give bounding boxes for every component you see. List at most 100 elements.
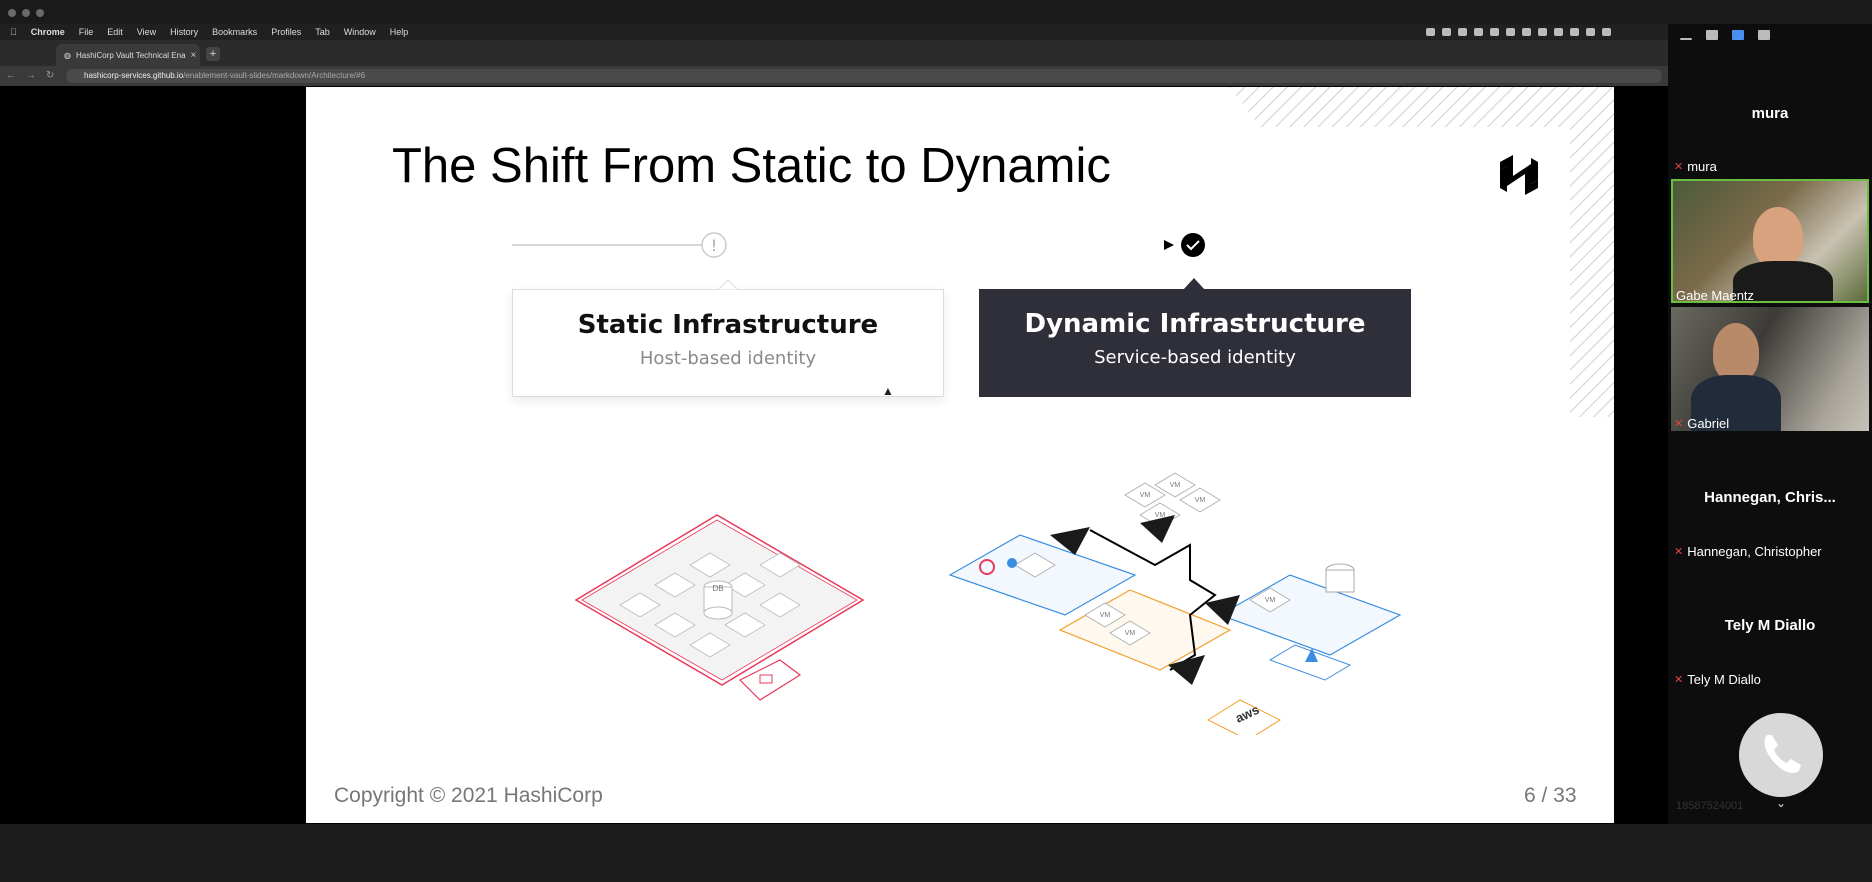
status-icon[interactable] — [1538, 28, 1547, 36]
apple-menu-icon[interactable]:  — [10, 27, 17, 37]
single-view-icon[interactable] — [1706, 30, 1718, 40]
volume-icon[interactable] — [1602, 28, 1611, 36]
participant-video[interactable] — [1671, 307, 1869, 431]
dynamic-card-subheading: Service-based identity — [1094, 347, 1296, 368]
dynamic-vm-label: VM — [1100, 612, 1111, 619]
participant-name: Gabe Maentz — [1676, 288, 1755, 303]
dynamic-vm-label: VM — [1155, 512, 1166, 519]
screen-top-bar — [0, 0, 1872, 24]
timeline: ! — [512, 232, 1205, 258]
participant-tile-name: Hannegan, Chris... — [1704, 489, 1836, 506]
dynamic-vm-label: VM — [1265, 597, 1276, 604]
active-speaker-name: mura — [1751, 105, 1789, 122]
phone-number: 18587524001 — [1676, 800, 1744, 812]
slide-page-number: 6 / 33 — [1524, 784, 1577, 807]
browser-tab[interactable]: ◍ HashiCorp Vault Technical Ena × — [56, 44, 200, 66]
status-icon[interactable] — [1554, 28, 1563, 36]
slide-copyright: Copyright © 2021 HashiCorp — [334, 784, 603, 807]
participant-name: Tely M Diallo — [1687, 672, 1761, 687]
dropbox-icon[interactable] — [1458, 28, 1467, 36]
static-infrastructure-card: Static Infrastructure Host-based identit… — [512, 289, 944, 397]
mic-muted-icon: ✕ — [1674, 674, 1684, 686]
menu-app-name[interactable]: Chrome — [24, 27, 65, 37]
participant-label: Gabe Maentz — [1676, 288, 1754, 303]
dynamic-card-heading: Dynamic Infrastructure — [1024, 309, 1366, 339]
checkmark-icon — [1181, 233, 1205, 257]
slide-title: The Shift From Static to Dynamic — [392, 139, 1111, 193]
cloud-provider-icon — [1007, 558, 1017, 568]
chevron-down-icon[interactable]: ⌄ — [1776, 796, 1787, 810]
url-host: hashicorp-services.github.io — [84, 71, 184, 80]
browser-tab-bar — [0, 40, 1668, 66]
menu-window[interactable]: Window — [336, 27, 376, 37]
tab-title: HashiCorp Vault Technical Ena — [75, 50, 186, 60]
menu-history[interactable]: History — [163, 27, 198, 37]
screen-bottom-bar — [0, 824, 1872, 882]
static-card-subheading: Host-based identity — [639, 348, 817, 369]
mic-muted-icon: ✕ — [1674, 546, 1684, 558]
participant-name: Gabriel — [1687, 416, 1730, 431]
static-card-heading: Static Infrastructure — [577, 310, 879, 340]
dynamic-vm-label: VM — [1195, 497, 1206, 504]
tab-close-icon[interactable]: × — [190, 49, 197, 61]
phone-icon — [1764, 735, 1801, 773]
azure-icon — [1305, 648, 1318, 662]
participant-name: Hannegan, Christopher — [1687, 544, 1822, 559]
window-zoom-button[interactable] — [36, 9, 44, 17]
clock-icon[interactable] — [1570, 28, 1579, 36]
window-minimize-button[interactable] — [22, 9, 30, 17]
mic-muted-icon: ✕ — [1674, 418, 1684, 430]
menu-help[interactable]: Help — [382, 27, 409, 37]
decorative-stripes — [1230, 87, 1614, 417]
participant-label: ✕ Hannegan, Christopher — [1674, 544, 1822, 559]
grid-view-icon[interactable] — [1758, 30, 1770, 40]
address-bar[interactable]: hashicorp-services.github.io/enablement-… — [66, 69, 1662, 83]
menu-file[interactable]: File — [72, 27, 94, 37]
static-db-label: DB — [712, 584, 723, 593]
participant-video[interactable] — [1671, 179, 1869, 303]
cloud-icon[interactable] — [1442, 28, 1451, 36]
menu-profiles[interactable]: Profiles — [264, 27, 301, 37]
airplay-icon[interactable] — [1586, 28, 1595, 36]
static-card-pointer — [718, 279, 738, 290]
menu-edit[interactable]: Edit — [100, 27, 123, 37]
url-path: /enablement-vault-slides/markdown/Archit… — [183, 71, 366, 80]
menu-tab[interactable]: Tab — [308, 27, 330, 37]
new-tab-button[interactable]: + — [206, 47, 220, 61]
status-icon[interactable] — [1506, 28, 1515, 36]
menu-bar-status-icons — [1426, 24, 1611, 40]
static-infrastructure-illustration: DB — [574, 514, 865, 701]
participant-label: ✕ Gabriel — [1674, 416, 1729, 431]
menu-bookmarks[interactable]: Bookmarks — [205, 27, 257, 37]
dynamic-infrastructure-illustration: VM VM VM VM VM VM VM DB aws — [948, 472, 1402, 735]
svg-text:!: ! — [711, 236, 717, 255]
call-button[interactable] — [1739, 713, 1823, 797]
dynamic-infrastructure-card: Dynamic Infrastructure Service-based ide… — [979, 289, 1411, 397]
warning-icon — [701, 232, 727, 258]
participant-name: mura — [1687, 159, 1717, 174]
dynamic-vm-label: VM — [1140, 492, 1151, 499]
speaker-view-icon[interactable] — [1732, 30, 1744, 40]
mac-menu-bar:  Chrome File Edit View History Bookmark… — [0, 24, 1668, 40]
mouse-cursor-icon: ▲ — [882, 384, 894, 398]
status-icon[interactable] — [1522, 28, 1531, 36]
forward-arrow-icon[interactable]: → — [26, 70, 36, 81]
status-icon[interactable] — [1474, 28, 1483, 36]
slide — [306, 87, 1614, 823]
participant-label: ✕ mura — [1674, 159, 1717, 174]
dynamic-vm-label: VM — [1125, 630, 1136, 637]
dynamic-vm-label: VM — [1170, 482, 1181, 489]
participant-label: ✕ Tely M Diallo — [1674, 672, 1761, 687]
cloud-icon[interactable] — [1426, 28, 1435, 36]
layout-controls — [1680, 30, 1770, 40]
minimize-icon[interactable] — [1680, 38, 1692, 40]
back-arrow-icon[interactable]: ← — [6, 70, 16, 81]
globe-icon: ◍ — [64, 50, 71, 60]
menu-view[interactable]: View — [130, 27, 156, 37]
hashicorp-logo-icon — [1500, 155, 1538, 195]
status-icon[interactable] — [1490, 28, 1499, 36]
reload-icon[interactable]: ↻ — [46, 70, 55, 81]
dynamic-card-pointer — [1183, 278, 1205, 290]
window-close-button[interactable] — [8, 9, 16, 17]
participant-tile-name: Tely M Diallo — [1724, 617, 1816, 634]
